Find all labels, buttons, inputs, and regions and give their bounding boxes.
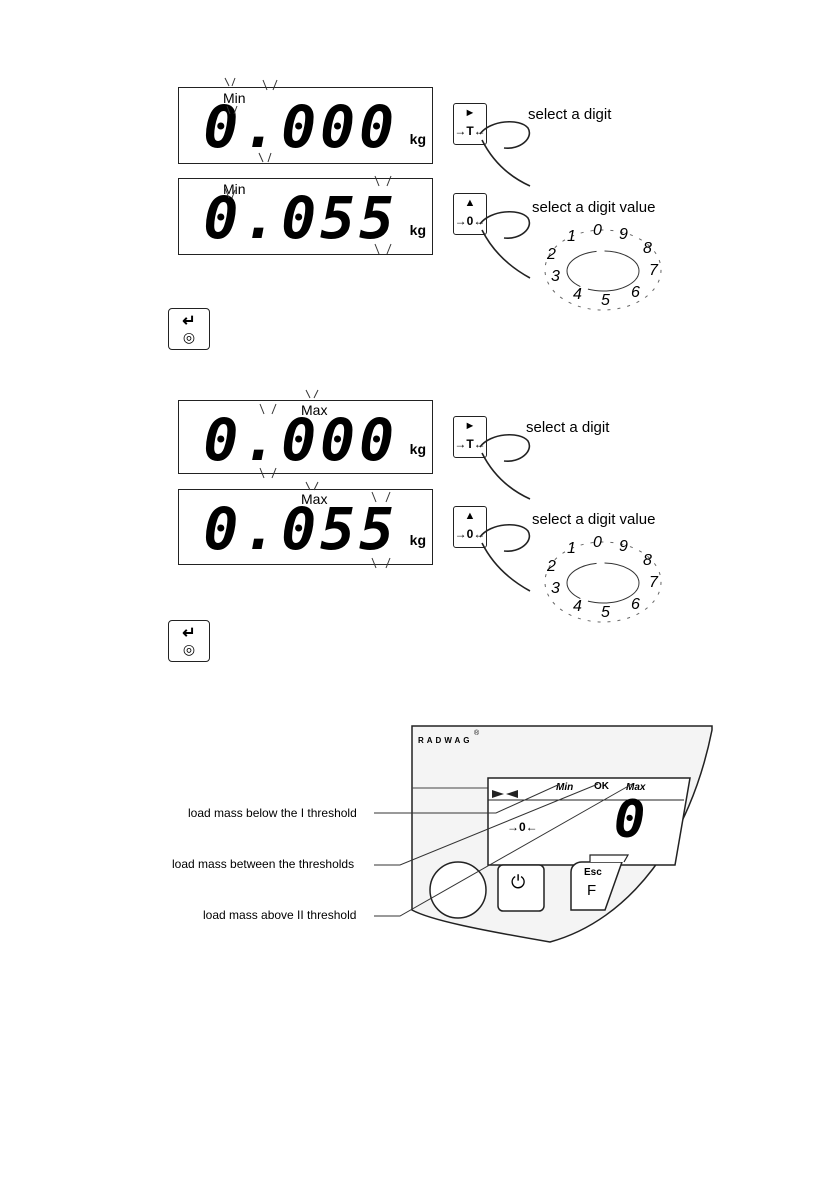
- enter-key-icon: ↵ ◎: [168, 308, 210, 350]
- up-arrow-icon: ▲: [464, 510, 476, 522]
- lcd-display-max-1: Max 0.000 kg: [178, 400, 433, 474]
- caption-select-digit-value: select a digit value: [532, 199, 656, 216]
- print-icon: ◎: [182, 329, 196, 345]
- dial-digit: 4: [573, 286, 582, 303]
- f-label: F: [587, 882, 597, 899]
- tare-symbol: →T←: [454, 124, 486, 138]
- dial-digit: 1: [567, 540, 576, 557]
- label-below-threshold: load mass below the I threshold: [188, 806, 357, 820]
- lcd-display-min-1: Min 0.000 kg: [178, 87, 433, 164]
- unit-label: kg: [409, 131, 426, 147]
- blink-marks: [224, 77, 392, 255]
- weight-readout: 0.055: [203, 184, 398, 252]
- tare-key-icon: ► →T←: [453, 416, 487, 458]
- dial-digit: 7: [649, 262, 658, 279]
- radwag-logo: RADWAG: [418, 736, 473, 745]
- dial-digit: 3: [551, 268, 560, 285]
- right-arrow-icon: ►: [464, 107, 476, 119]
- panel-display-value: 0: [614, 790, 646, 850]
- digit-dial: 0 9 8 7 6 5 4 3 2 1: [543, 222, 663, 312]
- dial-digit: 2: [547, 246, 556, 263]
- unit-label: kg: [409, 532, 426, 548]
- dial-digit: 5: [601, 604, 610, 621]
- tare-key-icon: ► →T←: [453, 103, 487, 145]
- zero-symbol: →0←: [454, 527, 486, 541]
- dial-digit: 6: [631, 596, 640, 613]
- esc-label: Esc: [584, 867, 602, 878]
- blink-marks: [259, 389, 391, 569]
- dial-digit: 5: [601, 292, 610, 309]
- weight-readout: 0.000: [203, 93, 398, 161]
- dial-digit: 7: [649, 574, 658, 591]
- registered-mark: ®: [474, 730, 480, 737]
- caption-select-digit: select a digit: [528, 106, 612, 123]
- dial-digit: 3: [551, 580, 560, 597]
- min-label: Min: [223, 90, 246, 106]
- digit-dial: 0 9 8 7 6 5 4 3 2 1: [543, 534, 663, 624]
- zero-key-icon: ▲ →0←: [453, 506, 487, 548]
- dial-digit: 1: [567, 228, 576, 245]
- dial-digit: 6: [631, 284, 640, 301]
- tare-symbol: →T←: [454, 437, 486, 451]
- dial-digit: 8: [643, 552, 652, 569]
- enter-key-icon: ↵ ◎: [168, 620, 210, 662]
- ok-indicator: OK: [594, 781, 609, 792]
- weight-readout: 0.000: [203, 406, 398, 474]
- dial-digit: 8: [643, 240, 652, 257]
- label-above-threshold: load mass above II threshold: [203, 908, 357, 922]
- min-indicator: Min: [556, 782, 574, 793]
- dial-digit: 0: [593, 534, 602, 551]
- zero-symbol: →0←: [454, 214, 486, 228]
- min-label: Min: [223, 181, 246, 197]
- up-arrow-icon: ▲: [464, 197, 476, 209]
- lcd-display-min-2: Min 0.055 kg: [178, 178, 433, 255]
- finger-icon: [479, 121, 531, 279]
- caption-select-digit-value: select a digit value: [532, 511, 656, 528]
- dial-dashes: [544, 229, 662, 311]
- power-icon: ⏻: [511, 872, 526, 892]
- dial-arrow-icon: [566, 250, 640, 292]
- max-label: Max: [301, 402, 328, 418]
- dial-dashes: [544, 541, 662, 623]
- enter-arrow-icon: ↵: [182, 313, 196, 330]
- enter-arrow-icon: ↵: [182, 625, 196, 642]
- lcd-display-max-2: Max 0.055 kg: [178, 489, 433, 565]
- weight-readout: 0.055: [203, 495, 398, 563]
- dial-digit: 9: [619, 226, 628, 243]
- dial-digit: 9: [619, 538, 628, 555]
- zero-key-icon: ▲ →0←: [453, 193, 487, 235]
- print-icon: ◎: [182, 641, 196, 657]
- right-arrow-icon: ►: [464, 420, 476, 432]
- dial-arrow-icon: [566, 562, 640, 604]
- unit-label: kg: [409, 441, 426, 457]
- panel-outline: [411, 725, 713, 943]
- dial-digit: 4: [573, 598, 582, 615]
- dial-digit: 0: [593, 222, 602, 239]
- max-label: Max: [301, 491, 328, 507]
- zero-indicator: →0←: [507, 820, 538, 834]
- label-between-thresholds: load mass between the thresholds: [172, 857, 355, 871]
- unit-label: kg: [409, 222, 426, 238]
- caption-select-digit: select a digit: [526, 419, 610, 436]
- finger-icon: [479, 434, 531, 592]
- leader-lines: [374, 783, 633, 917]
- max-indicator: Max: [626, 782, 646, 793]
- dial-digit: 2: [547, 558, 556, 575]
